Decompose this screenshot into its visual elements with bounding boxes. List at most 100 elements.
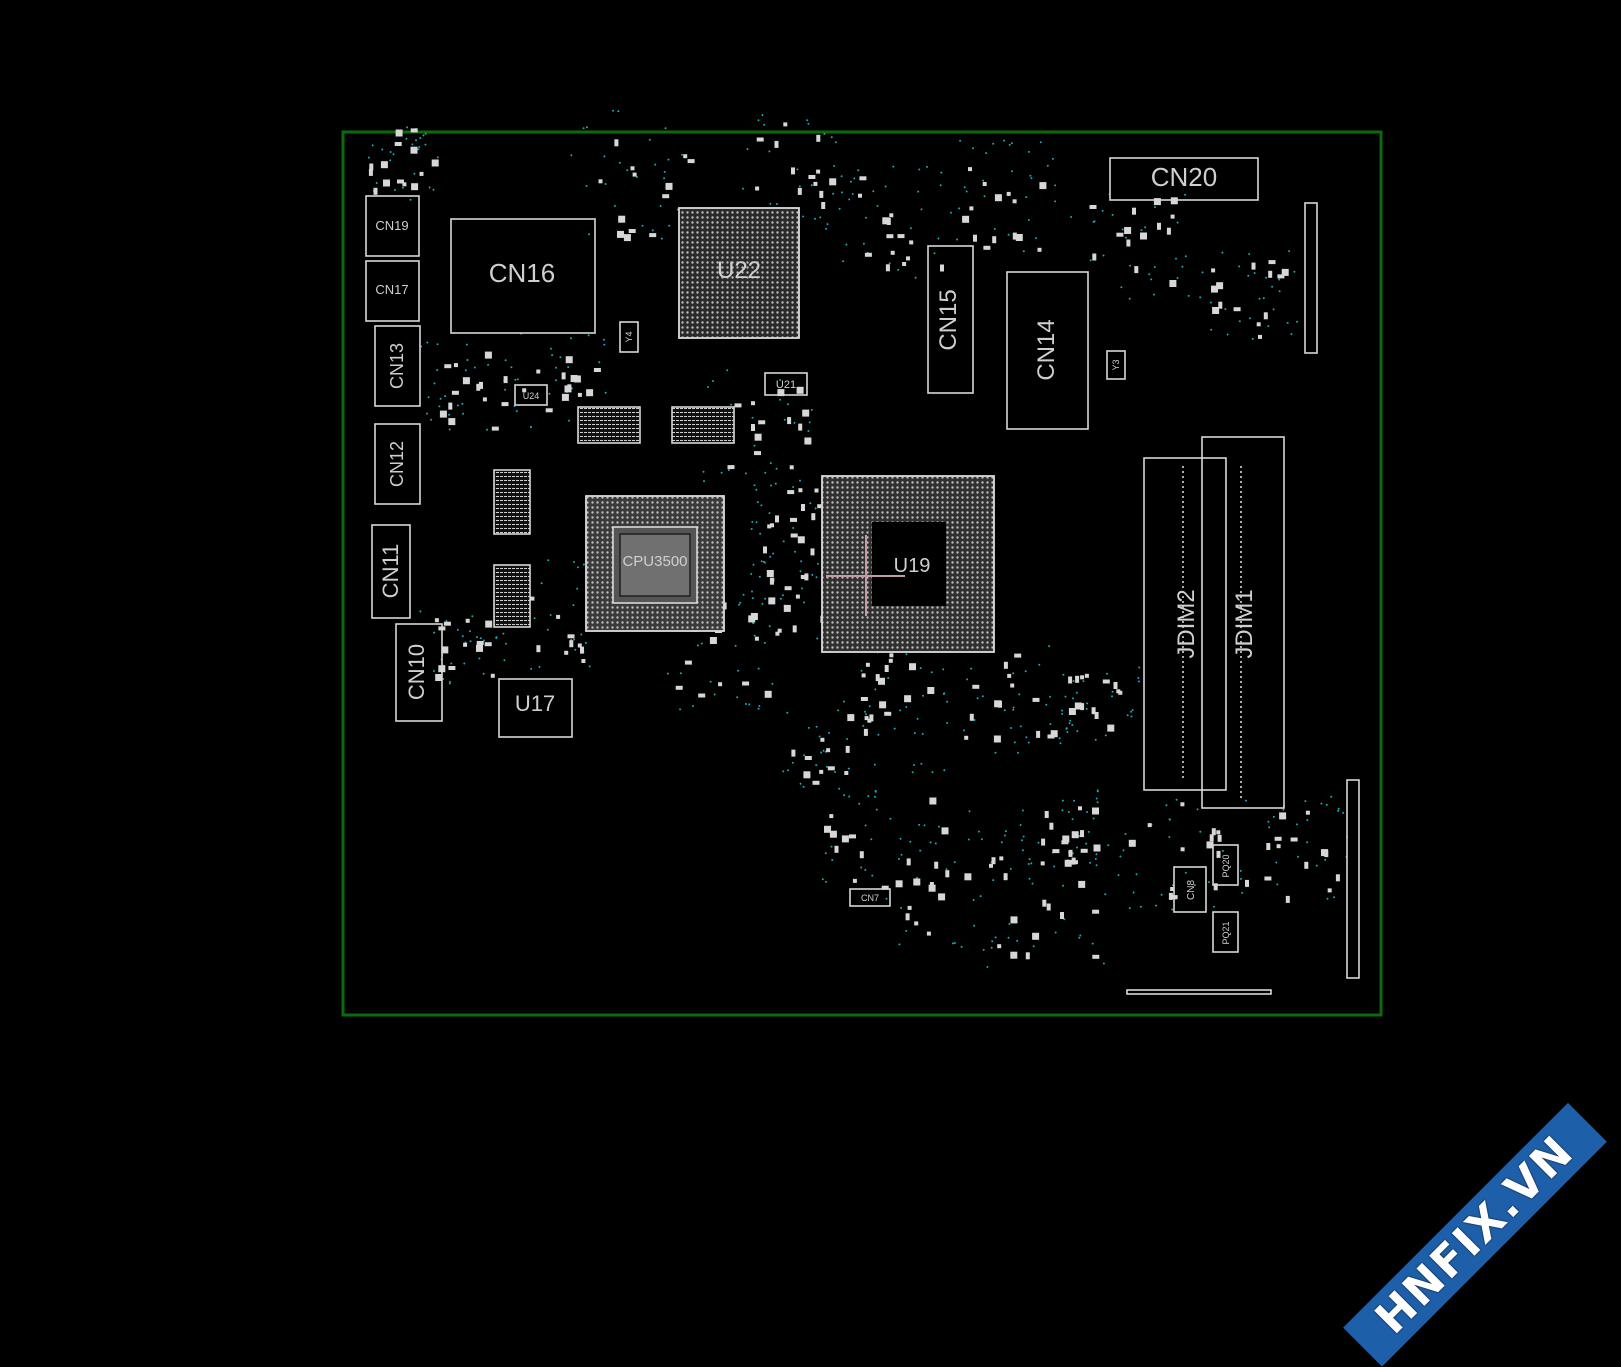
chip-u22[interactable]: U22 bbox=[678, 207, 800, 339]
via bbox=[781, 594, 784, 597]
via bbox=[737, 669, 740, 672]
smd-part bbox=[1012, 199, 1017, 204]
via bbox=[802, 785, 805, 788]
smd-part bbox=[465, 618, 470, 623]
smd-part bbox=[1012, 232, 1017, 240]
edge-connector-bottom-right[interactable] bbox=[1346, 779, 1360, 979]
via bbox=[1070, 216, 1073, 218]
crystal-y4[interactable]: Y4 bbox=[619, 321, 639, 353]
via bbox=[937, 237, 940, 240]
via bbox=[555, 379, 557, 382]
via bbox=[604, 183, 607, 185]
via bbox=[668, 224, 671, 227]
via bbox=[761, 602, 764, 605]
via bbox=[758, 705, 761, 707]
via bbox=[850, 180, 852, 183]
smd-part bbox=[885, 264, 890, 272]
via bbox=[1139, 905, 1142, 908]
memory-chip-4[interactable] bbox=[493, 564, 531, 628]
smd-part bbox=[395, 129, 403, 137]
via bbox=[982, 179, 985, 182]
via bbox=[808, 421, 811, 424]
via bbox=[897, 268, 900, 271]
chip-u19[interactable]: U19 bbox=[821, 475, 995, 653]
connector-cn16[interactable]: CN16 bbox=[450, 218, 596, 334]
memory-chip-1[interactable] bbox=[577, 406, 641, 444]
smd-part bbox=[962, 215, 970, 223]
connector-cn10[interactable]: CN10 bbox=[395, 623, 443, 722]
chip-u24[interactable]: U24 bbox=[514, 384, 548, 406]
via bbox=[582, 127, 585, 130]
via bbox=[864, 868, 867, 871]
via bbox=[573, 561, 575, 563]
via bbox=[603, 343, 606, 346]
via bbox=[413, 172, 416, 175]
via bbox=[826, 223, 829, 226]
smd-part bbox=[766, 570, 774, 577]
via bbox=[663, 170, 666, 173]
chip-u17[interactable]: U17 bbox=[498, 678, 573, 738]
crystal-y3[interactable]: Y3 bbox=[1106, 350, 1126, 380]
via bbox=[834, 771, 836, 773]
via bbox=[1306, 841, 1309, 844]
via bbox=[760, 560, 763, 563]
connector-cn14[interactable]: CN14 bbox=[1006, 271, 1089, 430]
via bbox=[547, 559, 550, 562]
edge-connector-top-right[interactable] bbox=[1304, 202, 1318, 354]
smd-part bbox=[1089, 205, 1097, 209]
connector-cn15[interactable]: CN15 bbox=[927, 245, 974, 394]
via bbox=[811, 573, 814, 576]
smd-part bbox=[1258, 334, 1262, 339]
smd-part bbox=[808, 175, 816, 179]
dimm-slot-jdim2[interactable]: JDIM2 bbox=[1143, 457, 1227, 791]
connector-cn20[interactable]: CN20 bbox=[1109, 157, 1259, 201]
via bbox=[1107, 844, 1110, 847]
part-pq21[interactable]: PQ21 bbox=[1212, 911, 1239, 953]
via bbox=[874, 795, 876, 798]
via bbox=[913, 764, 916, 766]
smd-part bbox=[565, 356, 573, 364]
via bbox=[471, 615, 474, 618]
smd-part bbox=[1080, 675, 1085, 680]
connector-cn17[interactable]: CN17 bbox=[365, 260, 420, 322]
smd-part bbox=[1266, 843, 1271, 850]
via bbox=[476, 636, 478, 639]
via bbox=[874, 789, 877, 792]
chip-cpu[interactable]: CPU3500 bbox=[585, 495, 725, 632]
boardview-canvas[interactable]: CN19 CN17 CN16 CN13 CN12 CN11 CN10 bbox=[0, 0, 1621, 1150]
u24-label: U24 bbox=[523, 391, 540, 401]
connector-cn13[interactable]: CN13 bbox=[374, 325, 421, 407]
smd-part bbox=[1277, 274, 1285, 279]
part-pq20[interactable]: PQ20 bbox=[1212, 844, 1239, 886]
connector-cn19[interactable]: CN19 bbox=[365, 195, 420, 257]
via bbox=[1094, 738, 1097, 741]
chip-u21[interactable]: U21 bbox=[764, 372, 808, 396]
smd-part bbox=[1046, 903, 1051, 911]
memory-chip-2[interactable] bbox=[671, 406, 735, 444]
pq20-label: PQ20 bbox=[1221, 854, 1231, 877]
via bbox=[602, 338, 605, 341]
smd-part bbox=[775, 631, 780, 636]
connector-cn7[interactable]: CN7 bbox=[849, 888, 891, 907]
via bbox=[858, 802, 861, 805]
smd-part bbox=[941, 827, 949, 835]
via bbox=[1078, 835, 1081, 837]
via bbox=[1138, 680, 1140, 683]
via bbox=[1022, 835, 1025, 838]
via bbox=[727, 469, 730, 472]
connector-cn12[interactable]: CN12 bbox=[374, 423, 421, 505]
via bbox=[411, 143, 414, 146]
dimm-slot-jdim1[interactable]: JDIM1 bbox=[1201, 436, 1285, 809]
via bbox=[1337, 809, 1340, 812]
smd-part bbox=[462, 377, 470, 385]
connector-cn8[interactable]: CN8 bbox=[1173, 866, 1207, 913]
via bbox=[436, 156, 439, 159]
via bbox=[1128, 907, 1131, 910]
smd-part bbox=[795, 594, 800, 599]
via bbox=[1078, 936, 1081, 939]
connector-cn11[interactable]: CN11 bbox=[371, 524, 411, 619]
via bbox=[792, 486, 795, 488]
memory-chip-3[interactable] bbox=[493, 469, 531, 535]
via bbox=[970, 667, 973, 670]
via bbox=[1069, 719, 1072, 722]
